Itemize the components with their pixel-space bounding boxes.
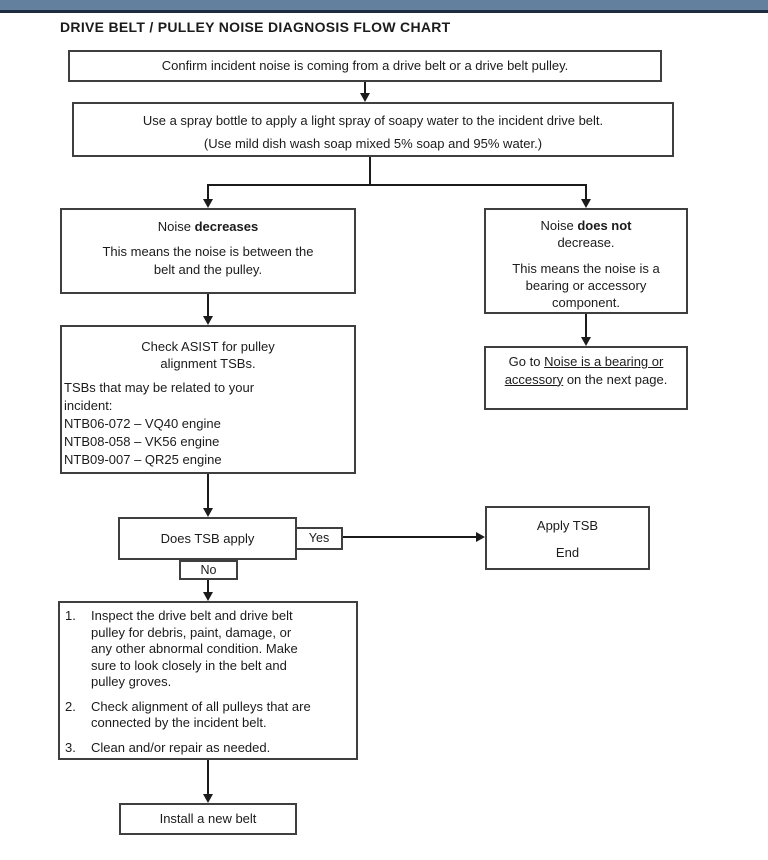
connector-notdecrease-to-goto <box>585 314 587 337</box>
noise-does-not-decrease-body: This means the noise is a bearing or acc… <box>512 261 660 310</box>
node-noise-decreases: Noise decreases This means the noise is … <box>60 208 356 294</box>
page-title: DRIVE BELT / PULLEY NOISE DIAGNOSIS FLOW… <box>60 19 451 35</box>
arrowhead-down-icon <box>581 199 591 208</box>
node-confirm-noise-text: Confirm incident noise is coming from a … <box>161 58 569 73</box>
noise-does-not-decrease-title: Noise does not <box>540 218 632 233</box>
does-tsb-apply-text: Does TSB apply <box>160 531 255 546</box>
apply-tsb-line2: End <box>555 545 580 560</box>
arrowhead-down-icon <box>581 337 591 346</box>
tsb-line: NTB08-058 – VK56 engine <box>64 434 220 449</box>
connector-split-right-drop <box>585 184 587 199</box>
check-asist-heading: Check ASIST for pulley alignment TSBs. <box>141 339 275 371</box>
apply-tsb-line1: Apply TSB <box>536 518 599 533</box>
node-check-asist: Check ASIST for pulley alignment TSBs. T… <box>60 325 356 474</box>
node-inspect-steps: 1. Inspect the drive belt and drive belt… <box>58 601 358 760</box>
install-new-belt-text: Install a new belt <box>159 811 257 826</box>
arrowhead-right-icon <box>476 532 485 542</box>
spray-line-1: Use a spray bottle to apply a light spra… <box>142 113 604 128</box>
connector-decreases-to-asist <box>207 294 209 316</box>
arrowhead-down-icon <box>203 794 213 803</box>
label-yes: Yes <box>295 527 343 550</box>
goto-link-text: Noise is a bearing or accessory <box>504 354 664 387</box>
connector-confirm-to-spray <box>364 82 366 93</box>
connector-spray-stem <box>369 157 371 184</box>
noise-decreases-body: This means the noise is between the belt… <box>102 244 314 277</box>
connector-asist-to-tsbapply <box>207 474 209 508</box>
node-does-tsb-apply: Does TSB apply <box>118 517 297 560</box>
tsb-line: NTB06-072 – VQ40 engine <box>64 416 221 431</box>
goto-bearing-text: Go to Noise is a bearing or accessory on… <box>504 354 668 387</box>
noise-does-not-decrease-title-line2: decrease. <box>557 235 615 250</box>
top-accent-bar <box>0 0 768 13</box>
connector-split-left-drop <box>207 184 209 199</box>
arrowhead-down-icon <box>360 93 370 102</box>
tsb-line: NTB09-007 – QR25 engine <box>64 452 222 467</box>
arrowhead-down-icon <box>203 199 213 208</box>
node-apply-tsb: Apply TSB End <box>485 506 650 570</box>
noise-decreases-title: Noise decreases <box>157 219 259 234</box>
check-asist-body: TSBs that may be related to your inciden… <box>62 379 285 469</box>
node-confirm-noise: Confirm incident noise is coming from a … <box>68 50 662 82</box>
spray-line-2: (Use mild dish wash soap mixed 5% soap a… <box>203 136 543 151</box>
connector-inspect-to-install <box>207 760 209 794</box>
list-item: 3. Clean and/or repair as needed. <box>65 739 271 755</box>
list-item: 1. Inspect the drive belt and drive belt… <box>65 608 298 689</box>
list-item: 2. Check alignment of all pulleys that a… <box>65 698 311 731</box>
connector-split-bar <box>207 184 587 186</box>
node-install-new-belt: Install a new belt <box>119 803 297 835</box>
check-asist-intro: TSBs that may be related to your inciden… <box>64 380 255 413</box>
node-goto-bearing-page: Go to Noise is a bearing or accessory on… <box>484 346 688 410</box>
arrowhead-down-icon <box>203 316 213 325</box>
node-noise-does-not-decrease: Noise does not decrease. This means the … <box>484 208 688 314</box>
node-spray-soapy-water: Use a spray bottle to apply a light spra… <box>72 102 674 157</box>
label-no: No <box>179 560 238 580</box>
connector-yes-to-apply <box>343 536 476 538</box>
arrowhead-down-icon <box>203 508 213 517</box>
arrowhead-down-icon <box>203 592 213 601</box>
connector-no-to-inspect <box>207 580 209 592</box>
